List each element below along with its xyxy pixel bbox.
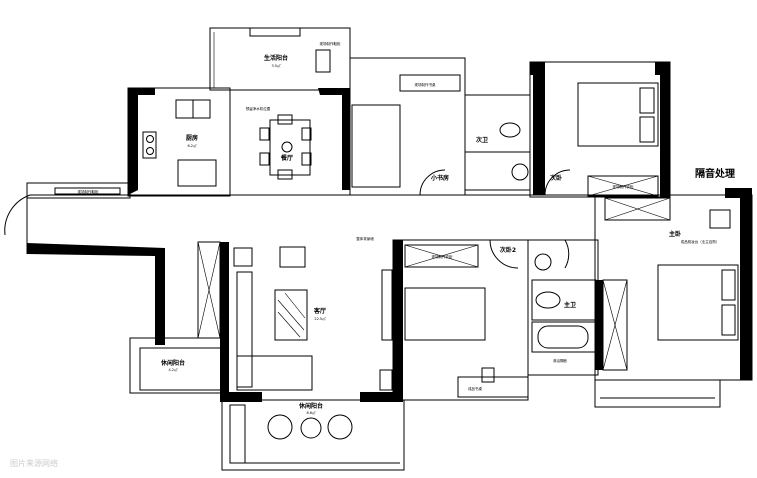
svg-text:8.6㎡: 8.6㎡	[306, 410, 316, 415]
svg-text:次卧: 次卧	[550, 174, 562, 182]
svg-text:餐厅: 餐厅	[280, 154, 293, 162]
bedroom-3: 次卧2 现场制作衣柜 成品书桌	[392, 239, 529, 402]
svg-text:厨房: 厨房	[186, 134, 198, 142]
svg-text:小书房: 小书房	[430, 174, 449, 182]
service-balcony: 生活阳台 3.5㎡ 现场制作鞋柜	[209, 27, 351, 91]
dining-room: 餐厅 预留净水机位置	[246, 88, 350, 190]
bedroom-2: 次卧 现场制作衣柜	[529, 61, 671, 198]
living-room: 客厅 22.5㎡ 整体背景墙	[220, 236, 400, 402]
svg-text:生活阳台: 生活阳台	[264, 54, 288, 62]
study-room: 小书房 现场制作书桌	[349, 57, 466, 196]
svg-text:现场制作鞋柜: 现场制作鞋柜	[320, 41, 341, 46]
svg-text:成品梳妆台（业主自购）: 成品梳妆台（业主自购）	[681, 239, 720, 244]
kitchen: 厨房 6.2㎡	[127, 87, 231, 197]
svg-text:现场制作书桌: 现场制作书桌	[415, 82, 436, 87]
svg-text:3.5㎡: 3.5㎡	[271, 63, 281, 68]
svg-text:客厅: 客厅	[313, 307, 326, 315]
svg-text:次卫: 次卫	[476, 136, 488, 144]
svg-text:隔音处理: 隔音处理	[695, 167, 735, 180]
watermark: 图片来源网络	[10, 458, 58, 468]
svg-text:淋浴隔断: 淋浴隔断	[553, 358, 567, 363]
second-bathroom: 次卫	[464, 94, 531, 191]
master-bathroom: 主卫 淋浴隔断	[527, 239, 628, 376]
svg-text:预留净水机位置: 预留净水机位置	[246, 106, 271, 111]
svg-text:主卫: 主卫	[564, 301, 576, 309]
svg-text:现场制作衣柜: 现场制作衣柜	[432, 254, 453, 259]
svg-text:整体背景墙: 整体背景墙	[356, 236, 374, 241]
small-balcony: 休闲阳台 4.2㎡	[129, 241, 223, 394]
svg-text:4.2㎡: 4.2㎡	[168, 367, 178, 372]
svg-text:成品书桌: 成品书桌	[468, 386, 482, 391]
svg-text:次卧2: 次卧2	[500, 246, 516, 254]
svg-text:现场制作鞋柜: 现场制作鞋柜	[78, 189, 99, 194]
svg-text:休闲阳台: 休闲阳台	[160, 359, 185, 367]
master-bedroom: 隔音处理 主卧 成品梳妆台（业主自购）	[594, 167, 753, 408]
svg-text:现场制作衣柜: 现场制作衣柜	[613, 184, 634, 189]
corridor: 现场制作鞋柜	[4, 182, 600, 345]
leisure-balcony: 休闲阳台 8.6㎡	[221, 399, 405, 471]
svg-text:22.5㎡: 22.5㎡	[314, 316, 326, 321]
svg-text:休闲阳台: 休闲阳台	[298, 402, 323, 410]
svg-text:主卧: 主卧	[669, 230, 681, 238]
svg-text:6.2㎡: 6.2㎡	[187, 143, 197, 148]
